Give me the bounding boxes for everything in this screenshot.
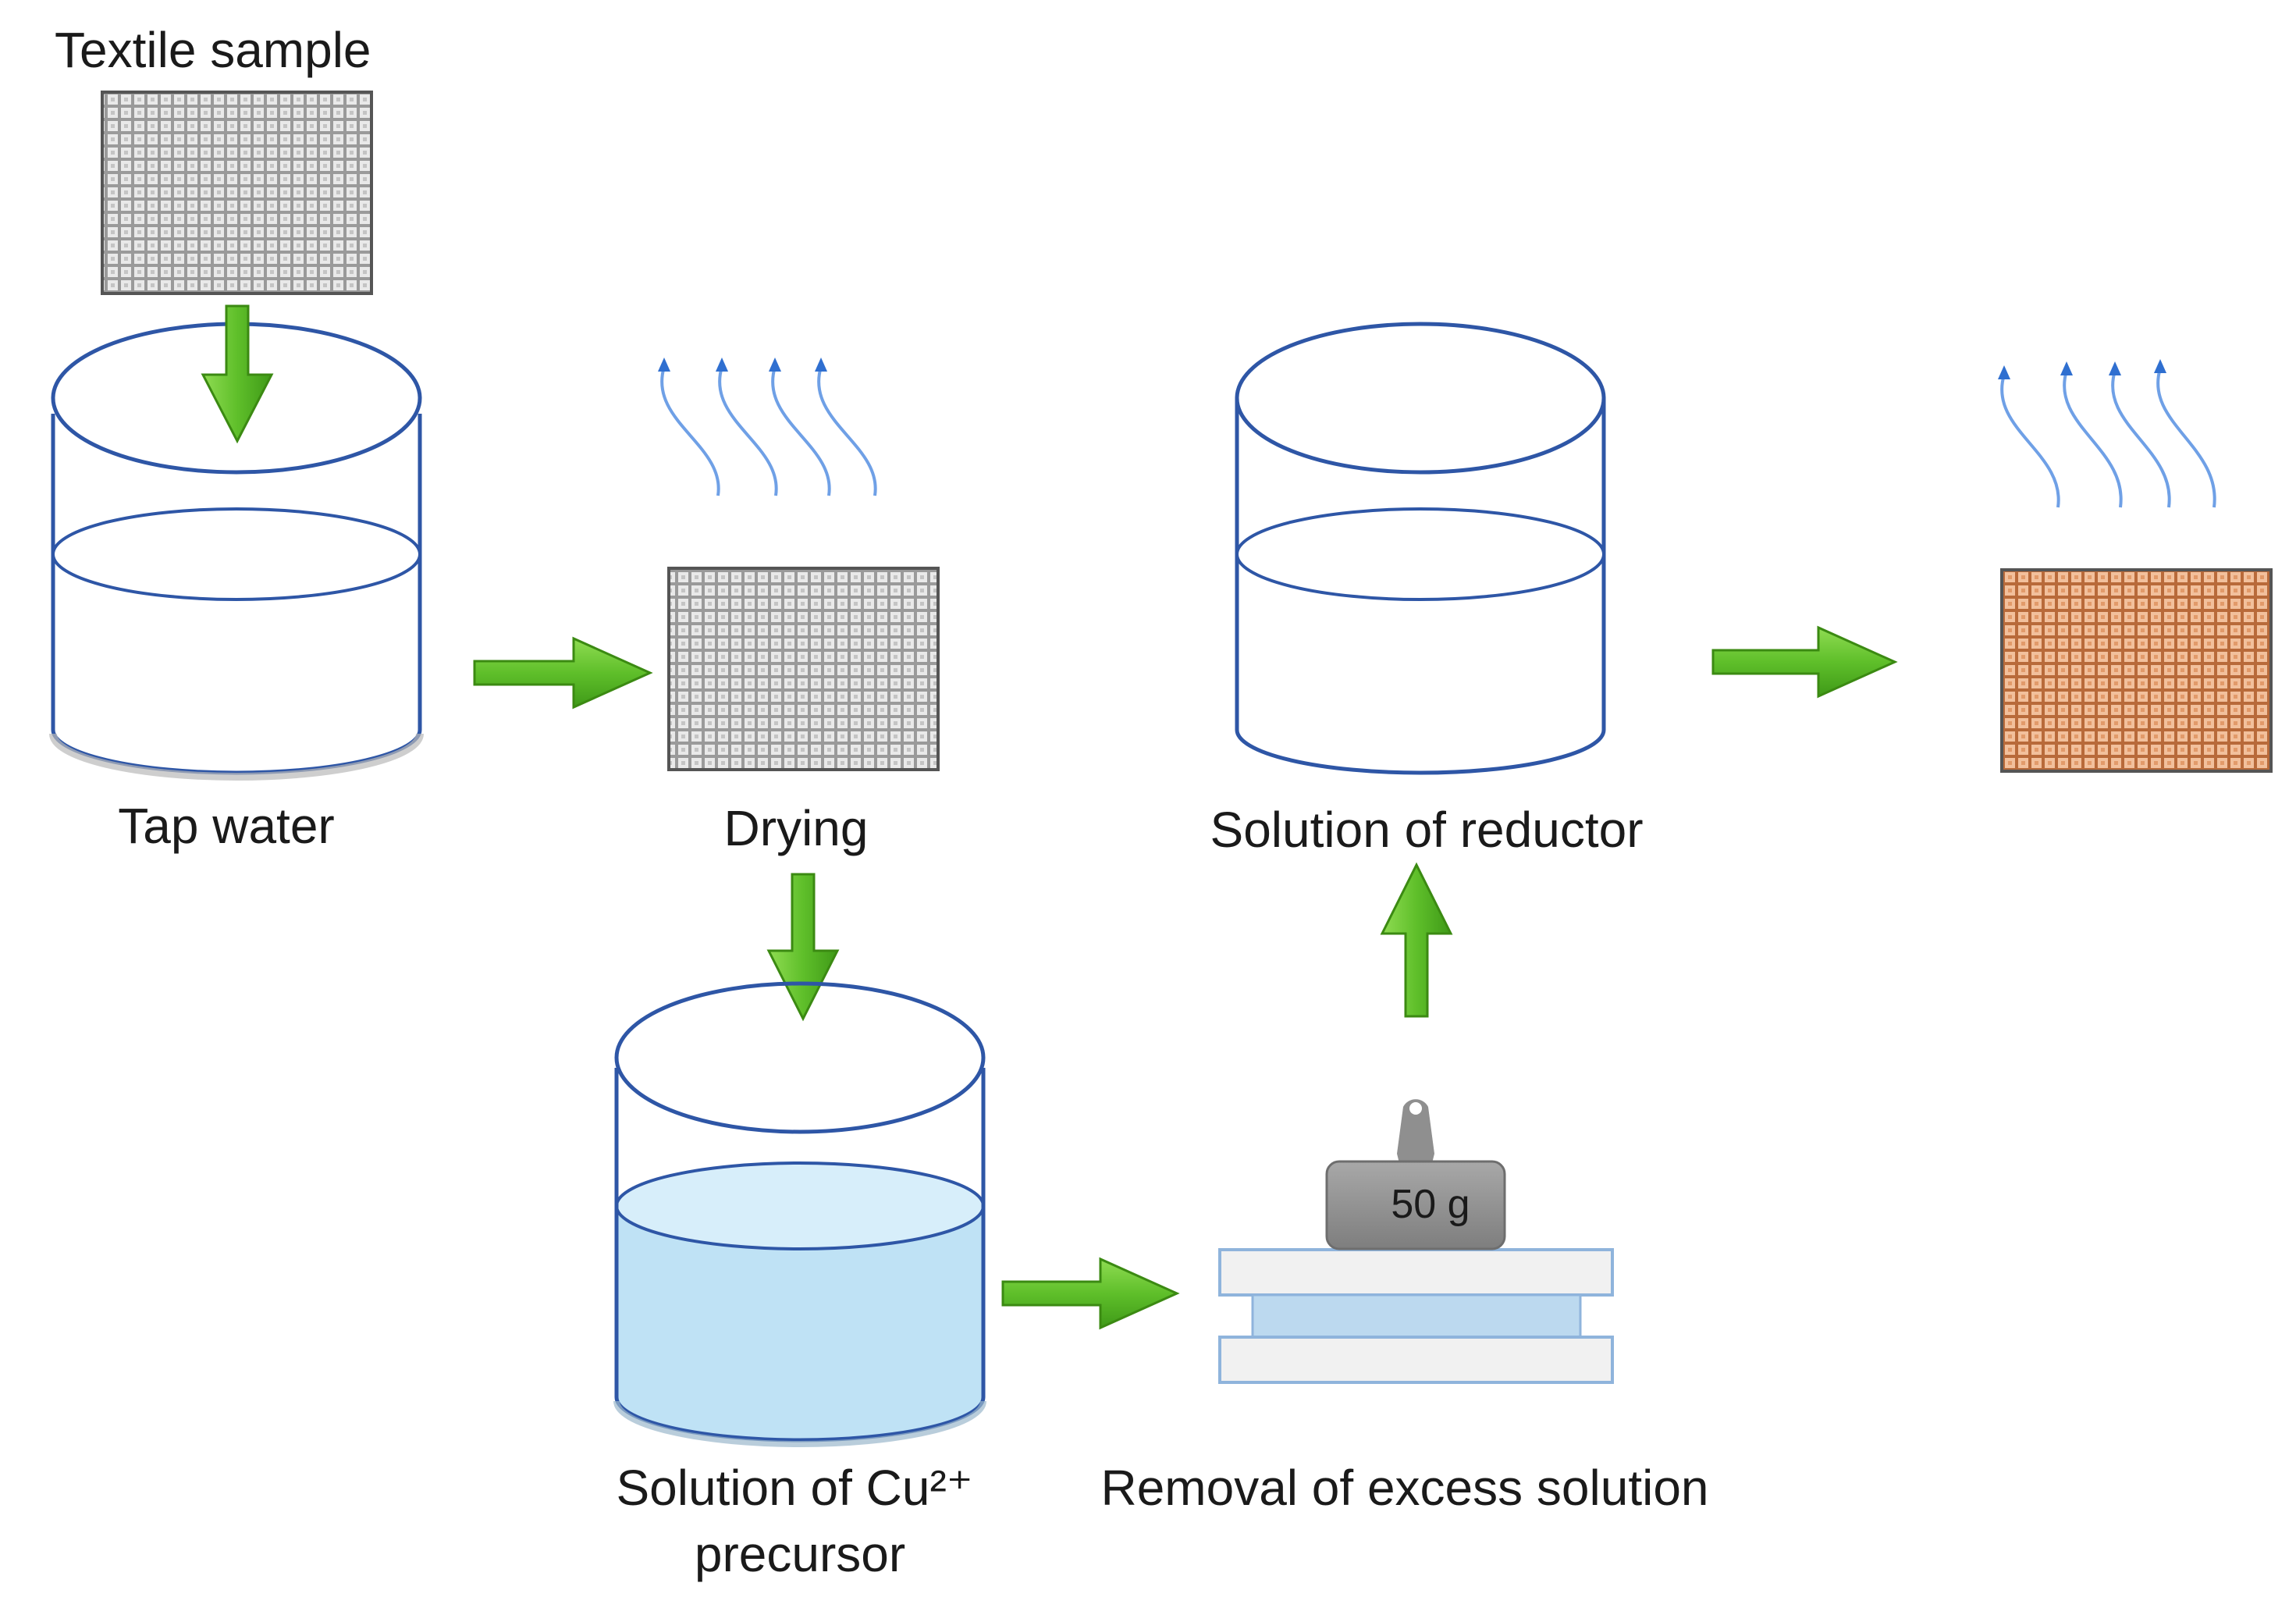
vapor-tips-final <box>1998 359 2166 379</box>
vapor-lines-drying <box>660 366 877 496</box>
label-solution-reductor: Solution of reductor <box>1210 802 1644 858</box>
arrow-right-to-drying <box>473 636 653 710</box>
label-drying: Drying <box>723 800 869 856</box>
label-tap-water: Tap water <box>118 798 335 854</box>
label-solution-cu: Solution of Cu²⁺ <box>616 1460 973 1516</box>
arrow-up-to-reductor <box>1380 862 1453 1018</box>
vapor-lines-final <box>2000 368 2216 508</box>
vapor-tips-drying <box>658 358 827 372</box>
textile-sample-drying <box>667 567 940 771</box>
beaker-tap-water <box>49 322 424 781</box>
textile-sample-gray-top <box>101 91 373 295</box>
label-textile-sample: Textile sample <box>55 22 371 78</box>
beaker-cu-solution <box>613 981 986 1447</box>
beaker-reductor <box>1235 322 1606 775</box>
arrow-down-into-tap-water <box>201 304 274 444</box>
weight-label: 50 g <box>1391 1182 1470 1227</box>
press-with-weight: 50 g <box>1218 1099 1614 1384</box>
arrow-down-to-cu-solution <box>766 873 840 1022</box>
arrow-right-to-final <box>1711 625 1898 699</box>
arrow-right-to-removal <box>1001 1257 1180 1330</box>
label-precursor: precursor <box>694 1526 906 1582</box>
textile-sample-copper-final <box>2000 568 2273 773</box>
label-removal: Removal of excess solution <box>1100 1460 1709 1516</box>
